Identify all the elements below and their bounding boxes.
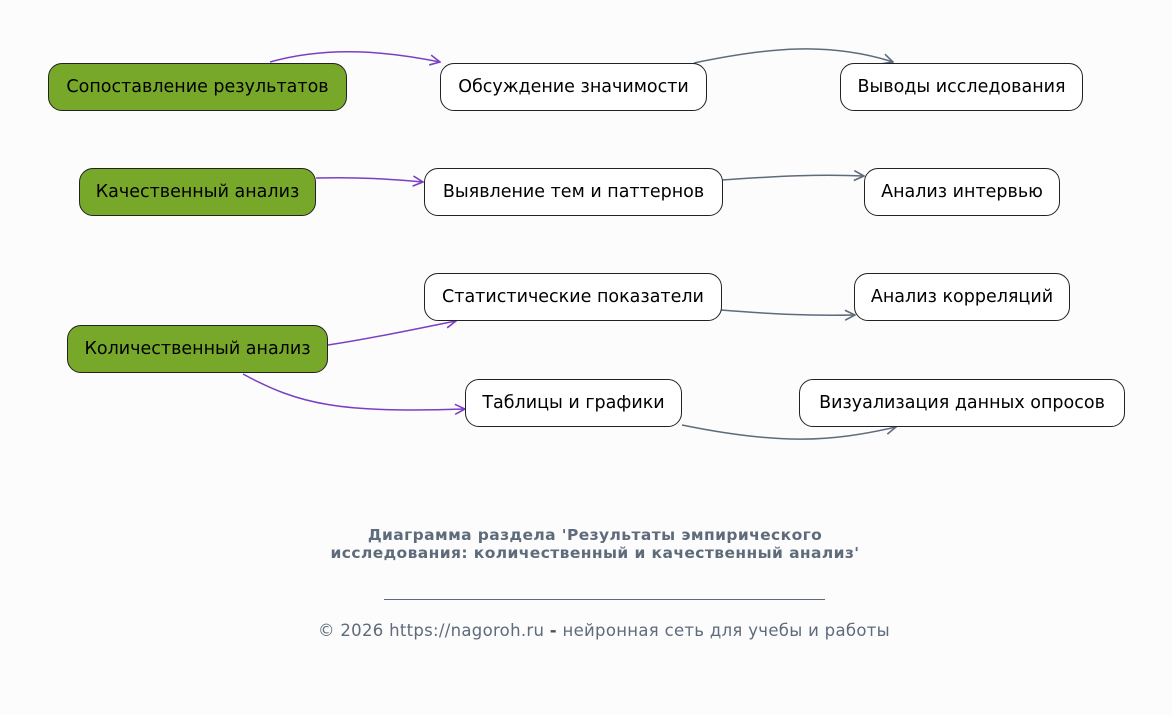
edge-quant-stats bbox=[327, 321, 456, 346]
node-discussion-significance: Обсуждение значимости bbox=[440, 63, 707, 111]
edge-discuss-conclude bbox=[693, 48, 893, 63]
edge-compare-discuss bbox=[269, 50, 440, 62]
node-tables-charts: Таблицы и графики bbox=[465, 379, 682, 427]
node-interview-analysis: Анализ интервью bbox=[864, 168, 1060, 216]
edge-stats-corr bbox=[720, 309, 855, 315]
edge-qual-themes bbox=[315, 178, 423, 182]
node-compare-results: Сопоставление результатов bbox=[48, 63, 347, 111]
node-qualitative-analysis: Качественный анализ bbox=[79, 168, 316, 216]
node-research-conclusions: Выводы исследования bbox=[840, 63, 1083, 111]
node-correlation-analysis: Анализ корреляций bbox=[854, 273, 1070, 321]
copyright-link-text: © 2026 https://nagoroh.ru bbox=[318, 621, 545, 640]
node-statistical-indicators: Статистические показатели bbox=[424, 273, 722, 321]
edge-quant-tables bbox=[242, 373, 465, 410]
edge-themes-interview bbox=[721, 175, 864, 180]
diagram-caption: Диаграмма раздела 'Результаты эмпирическ… bbox=[330, 526, 860, 562]
node-survey-visualization: Визуализация данных опросов bbox=[799, 379, 1125, 427]
edge-tables-viz bbox=[681, 425, 896, 440]
node-themes-patterns: Выявление тем и паттернов bbox=[424, 168, 723, 216]
caption-divider bbox=[384, 599, 825, 600]
node-quantitative-analysis: Количественный анализ bbox=[67, 325, 328, 373]
footer-tagline: нейронная сеть для учебы и работы bbox=[562, 621, 890, 640]
copyright-footer: © 2026 https://nagoroh.ru - нейронная се… bbox=[0, 621, 1172, 640]
footer-dash: - bbox=[549, 621, 557, 640]
